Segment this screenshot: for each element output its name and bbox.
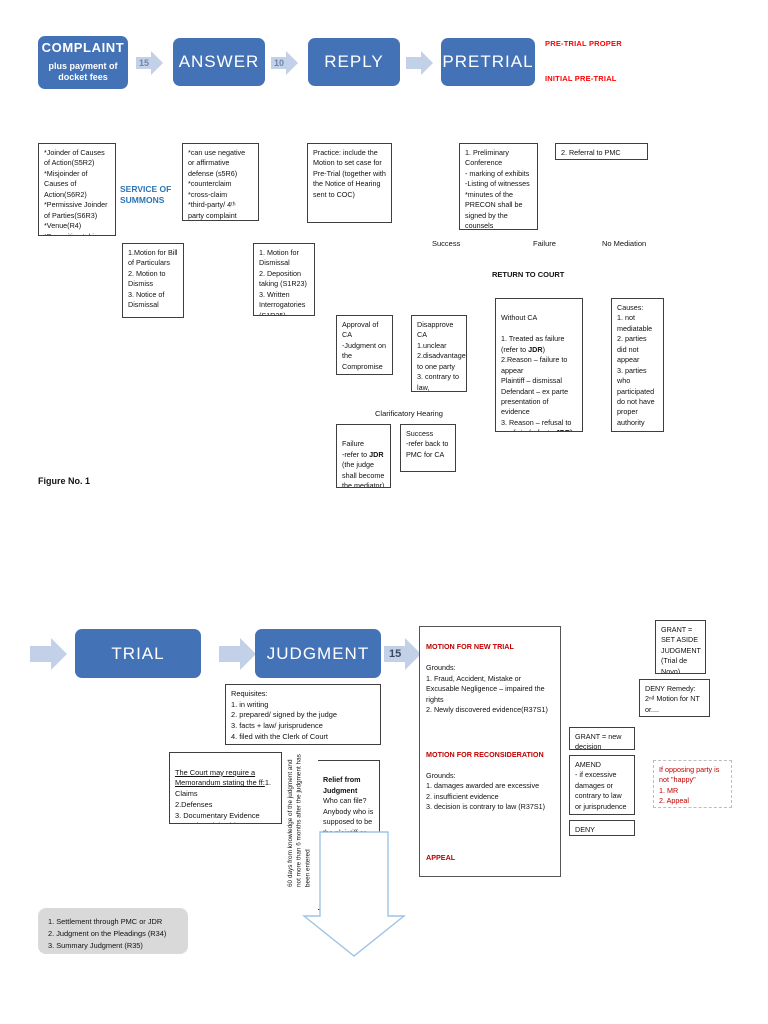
failure-head: Failure -refer to	[342, 439, 368, 459]
without-ca-part2: ) 2.Reason – failure to appear Plaintiff…	[501, 344, 572, 431]
arrow-into-trial	[30, 637, 68, 671]
note-success-refer-pmc: Success -refer back to PMC for CA	[400, 424, 456, 472]
note-deny: DENY	[569, 820, 635, 836]
motion-new-trial-body: Grounds: 1. Fraud, Accident, Mistake or …	[426, 663, 548, 715]
note-failure-refer-jdr: Failure -refer to JDR (the judge shall b…	[336, 424, 391, 488]
label-failure-pmc: Failure	[533, 239, 556, 248]
note-motions-panel: MOTION FOR NEW TRIAL Grounds: 1. Fraud, …	[419, 626, 561, 877]
without-ca-jdr-1: JDR	[528, 344, 543, 354]
relief-head: Relief from Judgment	[323, 775, 361, 795]
without-ca-part1: 1. Treated as failure (refer to	[501, 334, 565, 354]
arrow-trial-judgment	[219, 637, 257, 671]
memorandum-body: 1. Claims 2.Defenses 3. Documentary Evid…	[175, 778, 271, 823]
arrow-label-15-new-trial: 15	[389, 648, 402, 660]
process-box-judgment[interactable]: JUDGMENT	[255, 629, 381, 678]
note-deny-remedy: DENY Remedy: 2ⁿᵈ Motion for NT or....	[639, 679, 710, 717]
arrow-label-10-reply: 10	[274, 58, 285, 68]
process-box-pretrial[interactable]: PRETRIAL	[441, 38, 535, 86]
process-title-pretrial: PRETRIAL	[442, 52, 534, 72]
note-amend: AMEND - if excessive damages or contrary…	[569, 755, 635, 815]
label-pretrial-proper: PRE-TRIAL PROPER	[545, 39, 622, 48]
note-complaint-causes: *Joinder of Causes of Action(S5R2) *Misj…	[38, 143, 116, 236]
arrow-down-relief	[300, 830, 408, 958]
arrow-judgment-new-trial: 15	[384, 637, 422, 671]
without-ca-head: Without CA	[501, 313, 538, 323]
arrow-complaint-answer: 15	[136, 50, 164, 76]
note-opposing-party: If opposing party is not "happy" 1. MR 2…	[653, 760, 732, 808]
process-subtitle-complaint: plus payment of docket fees	[48, 61, 118, 83]
label-clarificatory-hearing: Clarificatory Hearing	[375, 409, 443, 418]
arrow-label-15-answer: 15	[139, 58, 150, 68]
memorandum-head: The Court may require a Memorandum stati…	[175, 767, 265, 788]
motion-new-trial-head: MOTION FOR NEW TRIAL	[426, 642, 514, 652]
process-box-trial[interactable]: TRIAL	[75, 629, 201, 678]
motion-reconsideration-body: Grounds: 1. damages awarded are excessiv…	[426, 770, 546, 812]
note-answer-defenses: *can use negative or affirmative defense…	[182, 143, 259, 221]
process-title-reply: REPLY	[324, 52, 384, 72]
motion-reconsideration-head: MOTION FOR RECONSIDERATION	[426, 749, 544, 759]
note-grant-set-aside: GRANT = SET ASIDE JUDGMENT (Trial de Nov…	[655, 620, 706, 674]
process-title-judgment: JUDGMENT	[266, 643, 370, 663]
label-initial-pretrial: INITIAL PRE-TRIAL	[545, 74, 617, 83]
note-causes: Causes: 1. not mediatable 2. parties did…	[611, 298, 664, 432]
failure-jdr: JDR	[369, 449, 384, 459]
process-box-complaint[interactable]: COMPLAINT plus payment of docket fees	[38, 36, 128, 89]
process-title-trial: TRIAL	[111, 643, 165, 663]
process-box-reply[interactable]: REPLY	[308, 38, 400, 86]
process-box-answer[interactable]: ANSWER	[173, 38, 265, 86]
note-without-ca: Without CA 1. Treated as failure (refer …	[495, 298, 583, 432]
note-preliminary-conference: 1. Preliminary Conference - marking of e…	[459, 143, 538, 230]
failure-tail: (the judge shall become the mediator)	[342, 460, 385, 488]
note-memorandum: The Court may require a Memorandum stati…	[169, 752, 282, 824]
process-title-answer: ANSWER	[178, 52, 260, 72]
label-service-of-summons: SERVICE OF SUMMONS	[120, 184, 172, 206]
label-no-mediation-pmc: No Mediation	[602, 239, 647, 248]
note-motion-for-dismissal: 1. Motion for Dismissal 2. Deposition ta…	[253, 243, 315, 316]
label-return-to-court: RETURN TO COURT	[492, 270, 565, 279]
without-ca-jdr-2: JDR)	[556, 428, 573, 431]
arrow-reply-pretrial	[406, 50, 434, 76]
label-appeal: APPEAL	[426, 853, 456, 862]
note-disapprove-ca: Disapprove CA 1.unclear 2.disadvantageou…	[411, 315, 467, 392]
note-referral-to-pmc: 2. Referral to PMC	[555, 143, 648, 160]
note-reply-practice: Practice: include the Motion to set case…	[307, 143, 392, 223]
note-requisites: Requisites: 1. in writing 2. prepared/ s…	[225, 684, 381, 745]
label-success-pmc: Success	[432, 239, 461, 248]
arrow-answer-reply: 10	[271, 50, 299, 76]
figure-caption: Figure No. 1	[38, 476, 91, 486]
process-title-complaint: COMPLAINT	[41, 40, 125, 56]
note-summary-settlement: 1. Settlement through PMC or JDR 2. Judg…	[38, 908, 188, 954]
note-grant-new-decision: GRANT = new decision	[569, 727, 635, 750]
note-bill-of-particulars: 1.Motion for Bill of Particulars 2. Moti…	[122, 243, 184, 318]
note-approval-of-ca: Approval of CA -Judgment on the Compromi…	[336, 315, 393, 375]
